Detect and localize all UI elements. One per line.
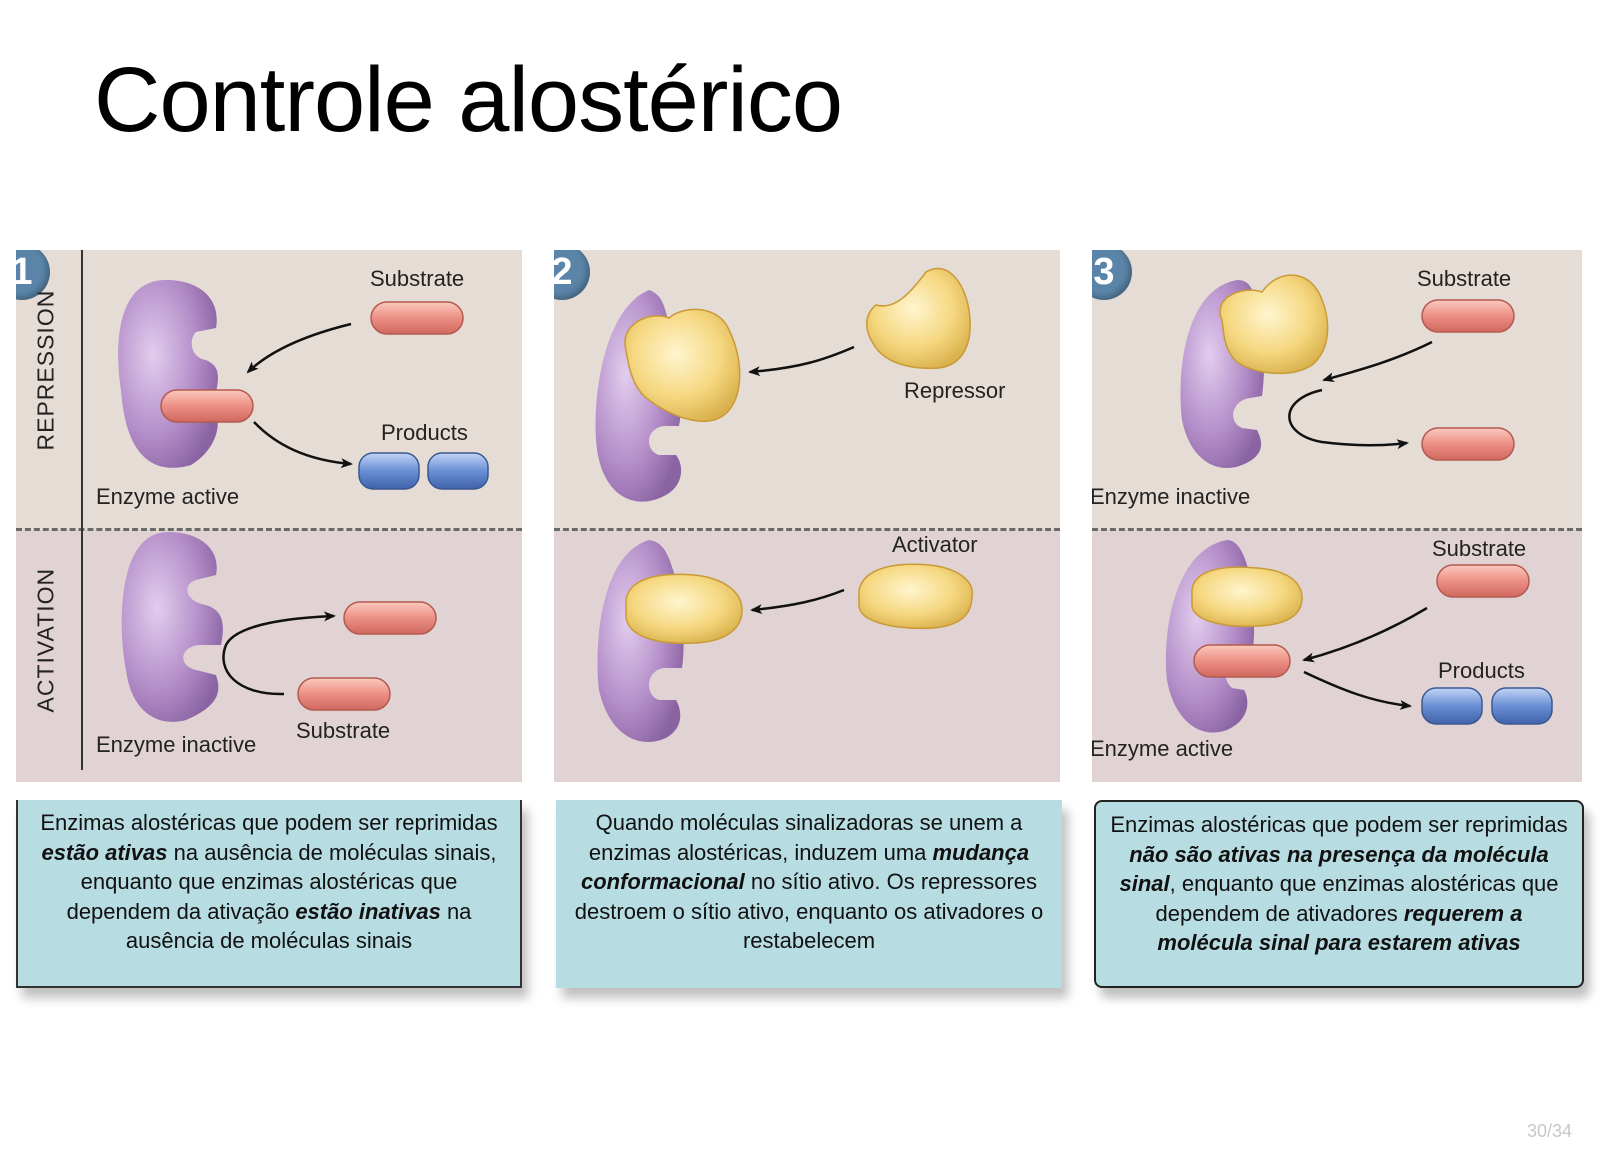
page-number: 30/34	[1526, 1121, 1572, 1141]
repressor-bound	[1219, 274, 1329, 375]
panel-1-diagram	[81, 250, 489, 770]
activator	[858, 563, 973, 630]
enzyme-inactive	[121, 532, 223, 722]
product	[1421, 687, 1483, 725]
row-divider	[1092, 528, 1582, 531]
page-title: Controle alostérico	[94, 49, 843, 151]
enzyme-state-label: Enzyme active	[1092, 736, 1234, 761]
activator-label: Activator	[892, 532, 978, 557]
substrate-label: Substrate	[296, 718, 391, 743]
substrate-label: Substrate	[1432, 536, 1527, 561]
substrate-label: Substrate	[370, 266, 465, 291]
enzyme-active	[118, 280, 218, 468]
substrate	[297, 677, 391, 711]
panel-3: 3 Substrate Enzyme inactive Substrate Pr…	[1092, 250, 1582, 782]
substrate	[1436, 564, 1530, 598]
enzyme-state-label: Enzyme inactive	[1092, 484, 1251, 509]
product	[358, 452, 420, 490]
activation-label: ACTIVATION	[32, 567, 59, 713]
panel-1: 1 REPRESSION ACTIVATION Substrate Produc…	[16, 250, 522, 782]
activator-bound	[1191, 566, 1303, 628]
substrate-label: Substrate	[1417, 266, 1512, 291]
substrate-bound	[160, 389, 254, 423]
repressor-bound	[624, 308, 741, 422]
caption-3: Enzimas alostéricas que podem ser reprim…	[1094, 800, 1584, 988]
product	[427, 452, 489, 490]
product	[343, 601, 437, 635]
product	[1491, 687, 1553, 725]
repressor-label: Repressor	[904, 378, 1006, 403]
products-label: Products	[1438, 658, 1525, 683]
activation-row	[16, 530, 522, 782]
caption-2: Quando moléculas sinalizadoras se unem a…	[556, 800, 1062, 988]
repressor	[866, 267, 971, 370]
panel-2-diagram	[595, 267, 973, 742]
substrate	[370, 301, 464, 335]
enzyme-state-label: Enzyme active	[96, 484, 240, 509]
panel-3-diagram	[1165, 274, 1553, 733]
enzyme-state-label: Enzyme inactive	[96, 732, 257, 757]
substrate	[1421, 299, 1515, 333]
repression-label: REPRESSION	[32, 289, 59, 451]
substrate	[1421, 427, 1515, 461]
row-divider	[554, 528, 1060, 531]
row-divider	[16, 528, 522, 531]
panel-2: 2 Repressor Activator	[554, 250, 1060, 782]
caption-1: Enzimas alostéricas que podem ser reprim…	[16, 800, 522, 988]
products-label: Products	[381, 420, 468, 445]
activator-bound	[625, 573, 743, 644]
substrate-bound	[1193, 644, 1291, 678]
repression-row	[1092, 250, 1582, 530]
